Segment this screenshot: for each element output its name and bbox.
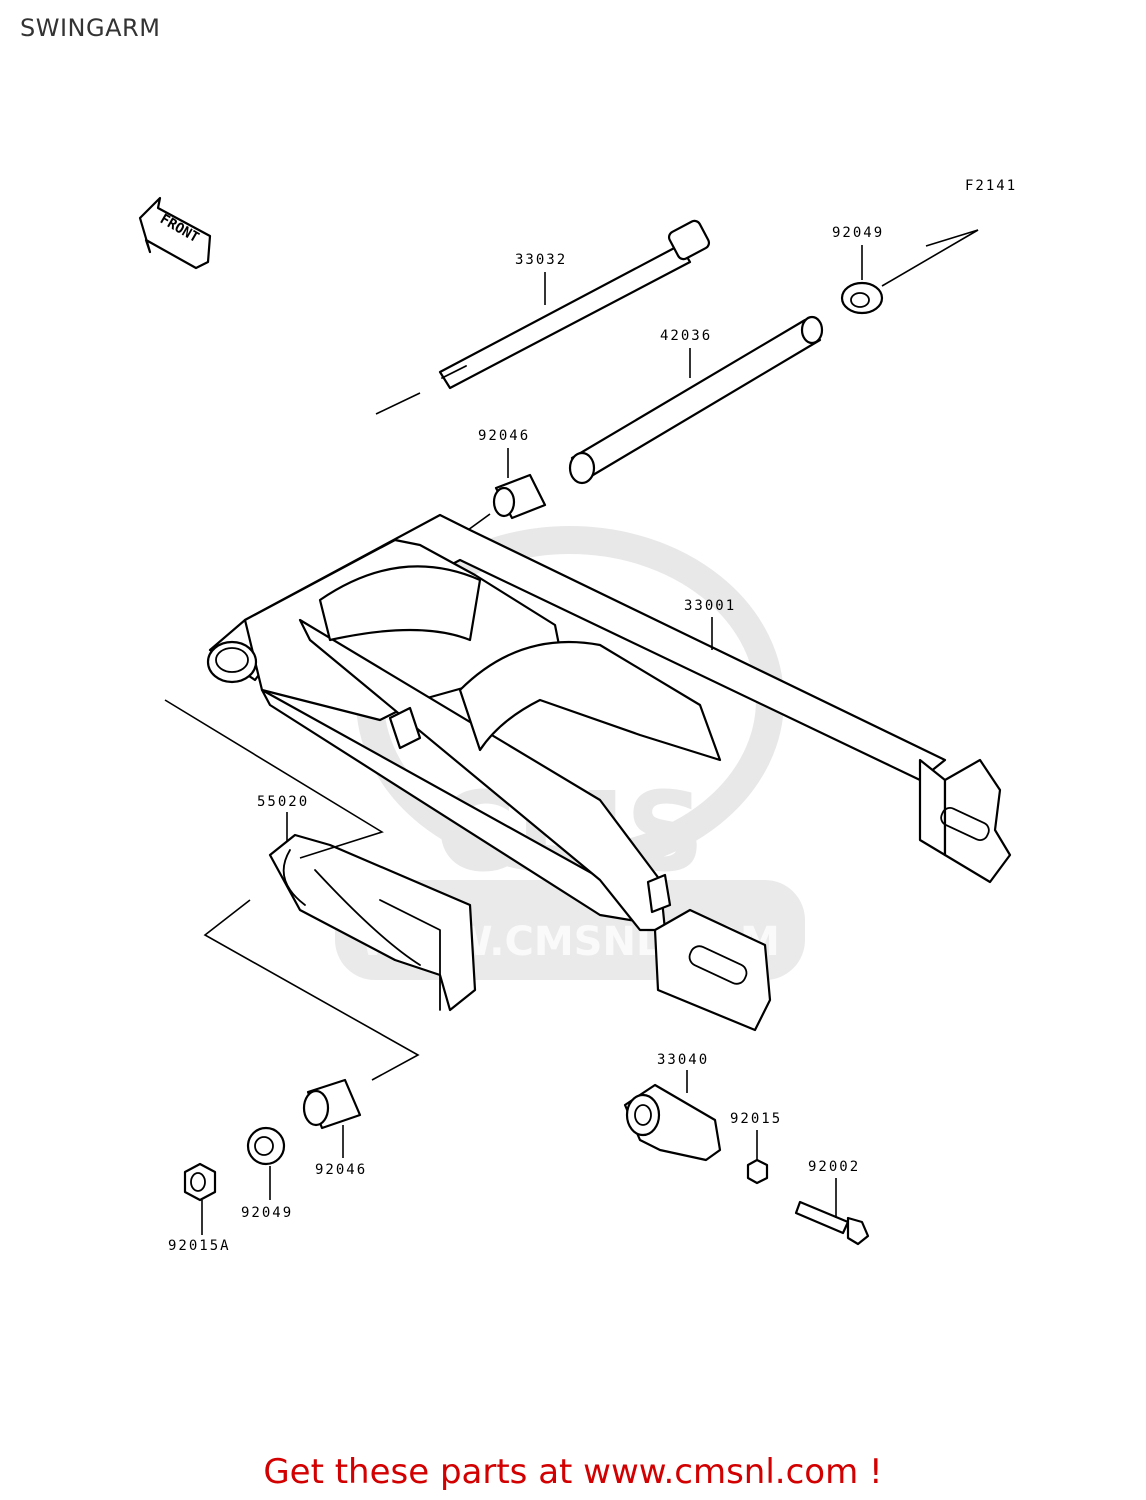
label-92046-top: 92046 — [478, 428, 530, 444]
label-92015a: 92015A — [168, 1238, 231, 1254]
page-title: SWINGARM — [20, 14, 161, 42]
part-labels: 33032 92049 42036 92046 33001 55020 3304… — [168, 225, 884, 1254]
label-92002: 92002 — [808, 1159, 860, 1175]
label-42036: 42036 — [660, 328, 712, 344]
label-92049-bottom: 92049 — [241, 1205, 293, 1221]
part-92049-collar-bottom — [246, 1126, 286, 1200]
label-33032: 33032 — [515, 252, 567, 268]
part-92046-bearing-top — [467, 448, 547, 531]
part-55020-chain-guide — [164, 699, 477, 1081]
label-33040: 33040 — [657, 1052, 709, 1068]
part-42036-sleeve — [568, 315, 824, 485]
label-92046-bottom: 92046 — [315, 1162, 367, 1178]
shop-link-banner[interactable]: Get these parts at www.cmsnl.com ! — [263, 1452, 883, 1492]
part-33032-pivot-shaft — [375, 219, 711, 415]
part-92015-nut — [746, 1130, 769, 1185]
figure-code: F2141 — [965, 178, 1017, 194]
front-arrow-icon: FRONT — [138, 196, 212, 270]
label-92015: 92015 — [730, 1111, 782, 1127]
part-33040-adjuster — [623, 1070, 722, 1162]
part-92002-bolt — [794, 1178, 870, 1246]
label-92049-top: 92049 — [832, 225, 884, 241]
label-33001: 33001 — [684, 598, 736, 614]
part-92049-collar-top — [840, 229, 979, 315]
part-92015a-nut — [183, 1162, 217, 1235]
label-55020: 55020 — [257, 794, 309, 810]
part-92046-bearing-bottom — [302, 1078, 362, 1158]
part-33001-swingarm — [206, 513, 1012, 1032]
